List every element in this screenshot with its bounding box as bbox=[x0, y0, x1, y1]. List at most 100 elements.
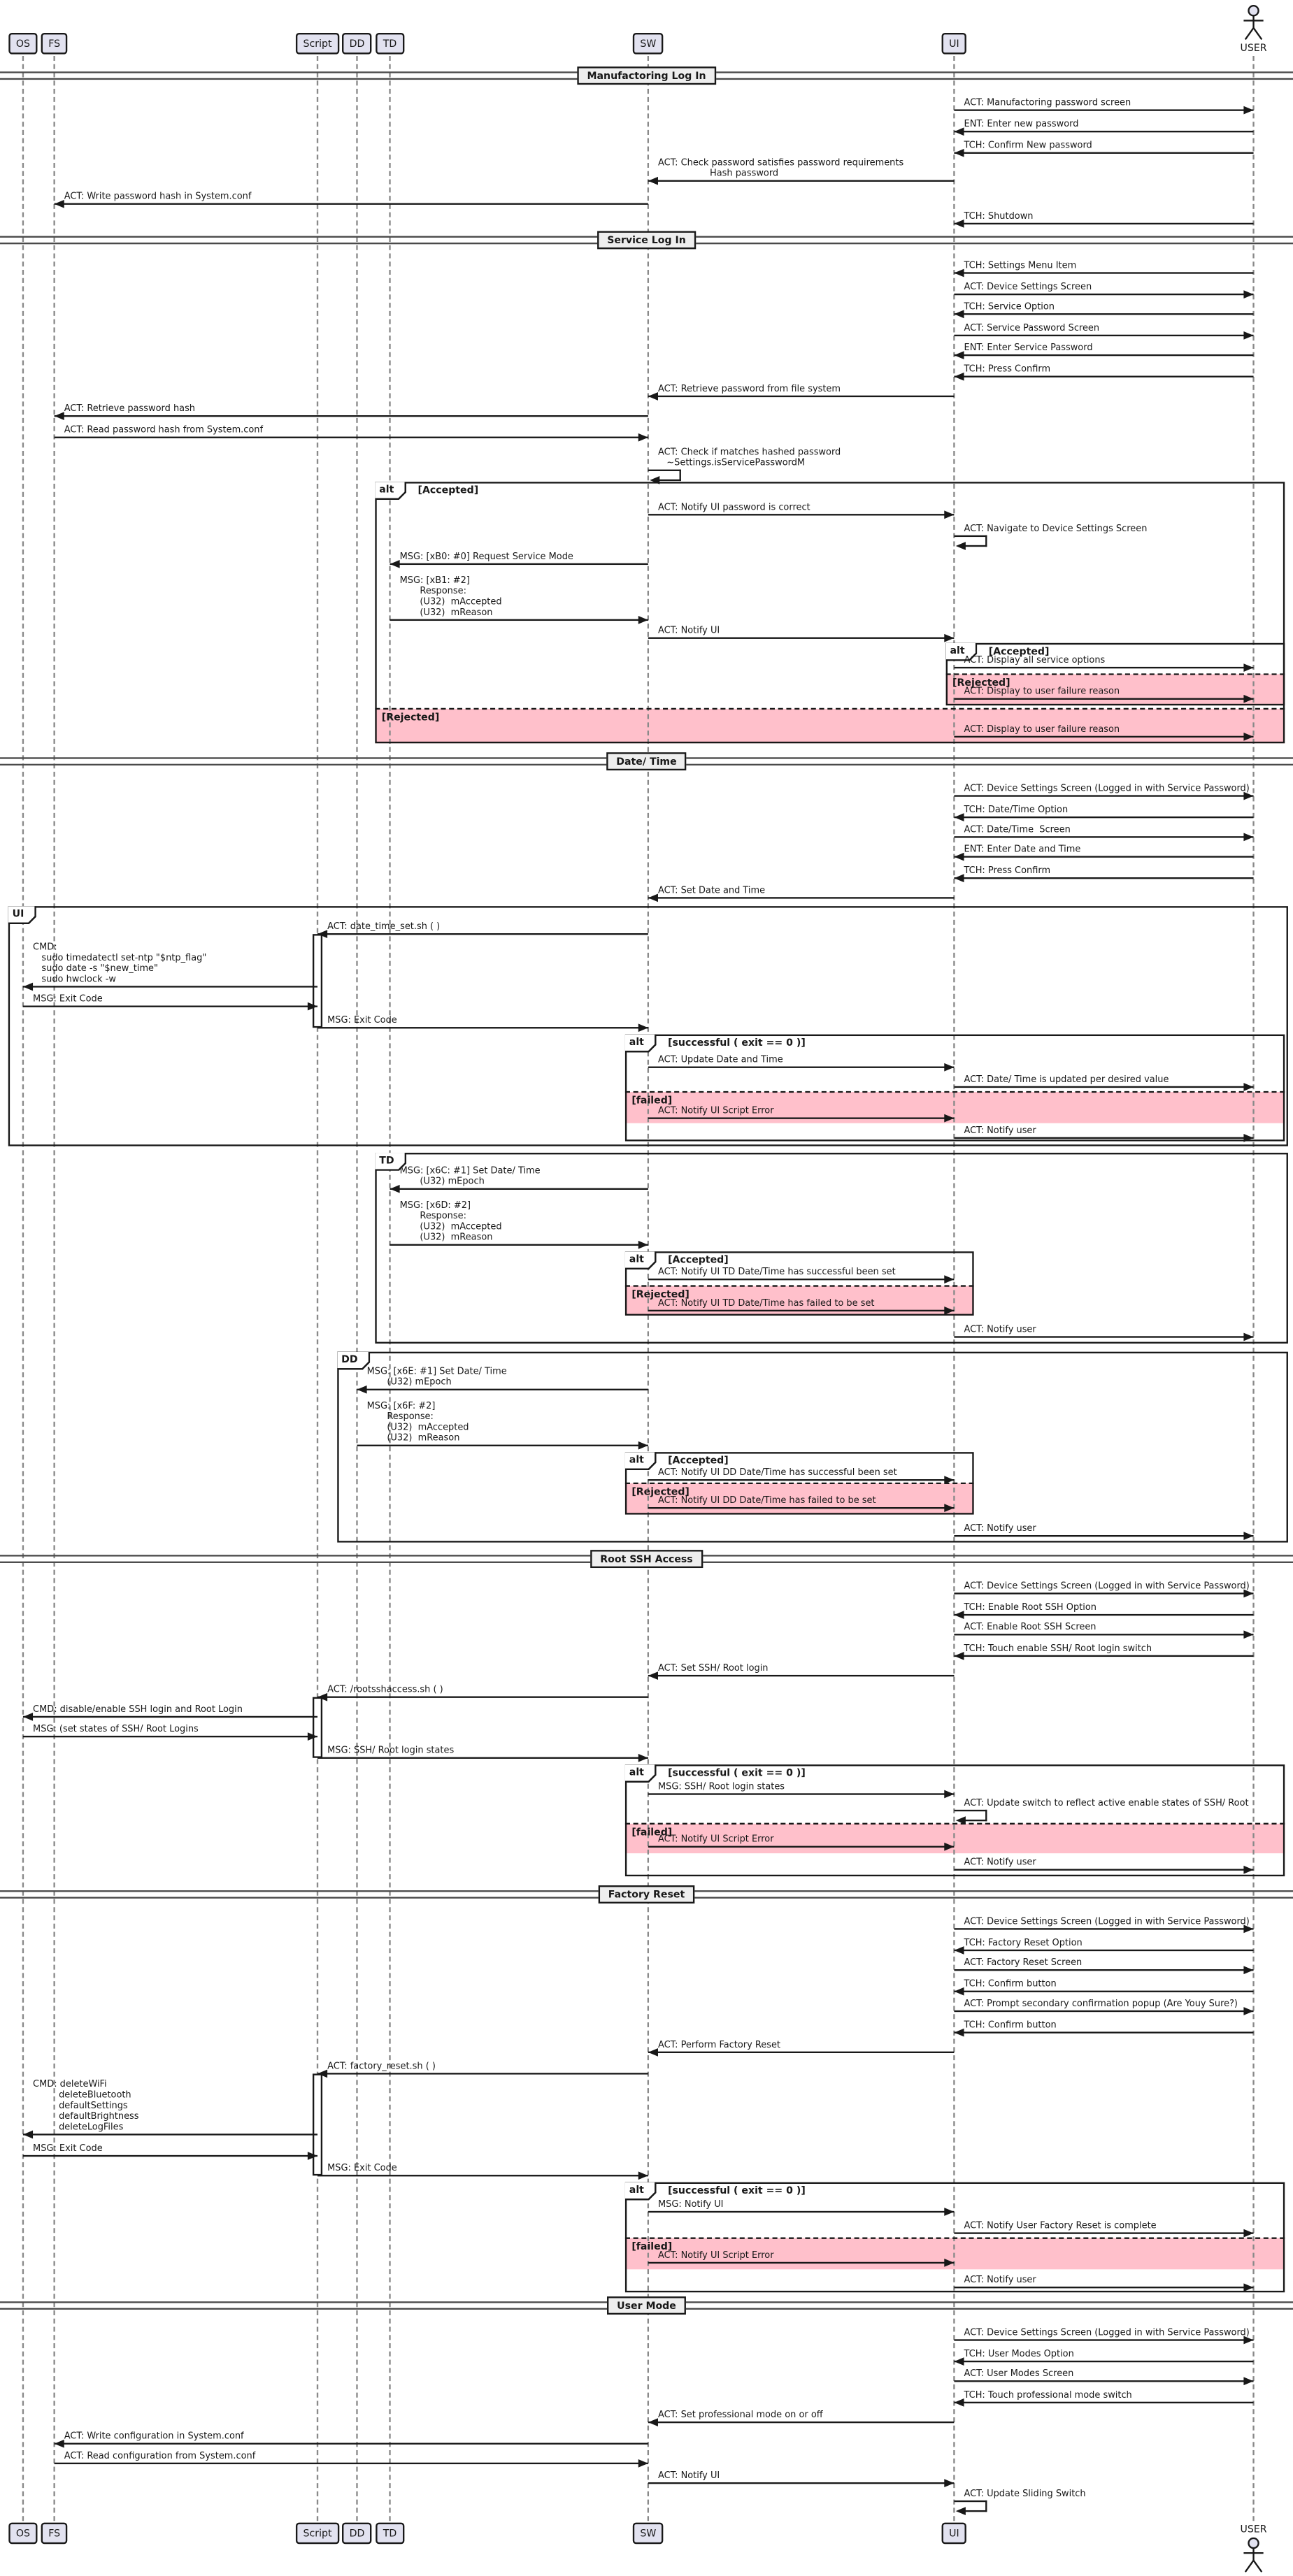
label-line: Hash password bbox=[657, 167, 779, 179]
self-message-line bbox=[954, 535, 987, 538]
label-line: ACT: Display to user failure reason bbox=[964, 685, 1120, 697]
message-line bbox=[648, 1793, 955, 1795]
label-line: ACT: Notify user bbox=[964, 1523, 1036, 1534]
message-line bbox=[954, 1869, 1254, 1871]
label-line: sudo date -s "$new_time" bbox=[33, 963, 158, 974]
group-frame-ui bbox=[8, 906, 1288, 1146]
message-label: ACT: Service Password Screen bbox=[964, 322, 1100, 333]
section-title: Service Log In bbox=[597, 231, 696, 250]
arrowhead bbox=[22, 982, 34, 991]
message-label: ACT: Set SSH/ Root login bbox=[658, 1662, 769, 1673]
message-line bbox=[648, 2210, 955, 2213]
failure-highlight-region bbox=[624, 1823, 1285, 1854]
arrowhead bbox=[1243, 663, 1254, 672]
label-line: ACT: Notify UI password is correct bbox=[657, 501, 810, 512]
arrowhead bbox=[1243, 1924, 1254, 1934]
label-line: TCH: Confirm button bbox=[964, 1978, 1057, 1989]
message-label: MSG: [x6C: #1] Set Date/ Time (U32) mEpo… bbox=[400, 1165, 541, 1187]
message-label: ACT: Notify user bbox=[964, 1324, 1036, 1334]
alt-separator bbox=[624, 1091, 1285, 1093]
label-line: CMD: deleteWiFi bbox=[33, 2078, 107, 2089]
message-label: CMD: disable/enable SSH login and Root L… bbox=[33, 1704, 243, 1714]
label-line: TCH: Settings Menu Item bbox=[964, 259, 1077, 271]
lifeline-ui bbox=[953, 55, 955, 2521]
guard-label: [Accepted] bbox=[668, 1454, 729, 1467]
alt-separator bbox=[945, 673, 1285, 675]
message-line bbox=[954, 2339, 1254, 2341]
message-line bbox=[954, 2232, 1254, 2234]
message-line bbox=[648, 180, 955, 182]
arrowhead bbox=[1243, 733, 1254, 741]
participant-dd-bottom: DD bbox=[342, 2522, 372, 2545]
participant-dd-top: DD bbox=[342, 33, 372, 55]
message-label: ACT: Notify user bbox=[964, 1523, 1036, 1533]
guard-label: [failed] bbox=[631, 2240, 673, 2252]
message-label: TCH: Touch enable SSH/ Root login switch bbox=[964, 1643, 1152, 1653]
message-label: MSG: [x6E: #1] Set Date/ Time (U32) mEpo… bbox=[367, 1366, 507, 1388]
alt-separator bbox=[624, 2237, 1285, 2239]
arrowhead bbox=[22, 1713, 34, 1721]
label-line: ACT: Date/Time Screen bbox=[964, 823, 1071, 835]
message-label: ACT: Notify user bbox=[964, 1125, 1036, 1135]
label-line: ACT: Notify UI DD Date/Time has failed t… bbox=[657, 1495, 876, 1506]
alt-separator bbox=[624, 1822, 1285, 1825]
arrowhead bbox=[390, 1184, 400, 1193]
label-line: sudo hwclock -w bbox=[33, 973, 116, 984]
message-label: ACT: Display to user failure reason bbox=[964, 686, 1120, 696]
arrowhead bbox=[307, 2152, 318, 2160]
message-line bbox=[954, 1634, 1254, 1636]
label-line: ACT: Device Settings Screen (Logged in w… bbox=[964, 1580, 1250, 1591]
message-line bbox=[648, 1117, 955, 1119]
label-line: ACT: Write password hash in System.conf bbox=[64, 190, 252, 202]
message-line bbox=[954, 2380, 1254, 2382]
label-line: (U32) mReason bbox=[399, 607, 493, 618]
message-line bbox=[954, 334, 1254, 337]
lifeline-script bbox=[316, 55, 319, 2521]
message-line bbox=[648, 2482, 955, 2484]
arrowhead bbox=[954, 1946, 964, 1955]
message-label: TCH: Date/Time Option bbox=[964, 804, 1069, 814]
label-line: (U32) mEpoch bbox=[399, 1175, 485, 1187]
message-line bbox=[648, 637, 955, 639]
frame-title-text: alt bbox=[375, 482, 404, 498]
message-line bbox=[954, 795, 1254, 797]
alt-separator bbox=[624, 1482, 974, 1485]
message-label: ACT: Notify UI Script Error bbox=[658, 2250, 774, 2260]
label-line: MSG: [xB1: #2] bbox=[399, 575, 470, 586]
message-line bbox=[22, 986, 318, 988]
message-label: ACT: Notify UI bbox=[658, 625, 720, 635]
arrowhead bbox=[1243, 694, 1254, 703]
alt-frame bbox=[624, 1251, 974, 1316]
section-title: Date/ Time bbox=[606, 752, 687, 771]
message-line bbox=[22, 1735, 318, 1738]
message-line bbox=[317, 933, 648, 935]
label-line: ACT: Device Settings Screen bbox=[964, 281, 1092, 292]
label-line: (U32) mReason bbox=[399, 1231, 493, 1243]
label-line: ACT: Notify UI Script Error bbox=[657, 1104, 774, 1116]
self-arrowhead bbox=[650, 476, 660, 484]
lifeline-fs bbox=[53, 55, 55, 2521]
arrowhead bbox=[1243, 1630, 1254, 1639]
label-line: ACT: Manufactoring password screen bbox=[964, 96, 1131, 108]
lifeline-sw bbox=[647, 55, 650, 2521]
label-line: ACT: Service Password Screen bbox=[964, 322, 1100, 333]
message-label: ACT: Notify user bbox=[964, 1857, 1036, 1867]
message-label: ACT: Device Settings Screen (Logged in w… bbox=[964, 1581, 1250, 1591]
participant-os-top: OS bbox=[8, 33, 38, 55]
message-line bbox=[648, 1066, 955, 1068]
label-line: CMD: disable/enable SSH login and Root L… bbox=[33, 1704, 243, 1715]
group-frame-td bbox=[375, 1153, 1288, 1344]
message-label: TCH: Enable Root SSH Option bbox=[964, 1602, 1096, 1612]
alt-separator bbox=[624, 1285, 974, 1287]
arrowhead bbox=[954, 2398, 964, 2407]
message-label: ACT: Update switch to reflect active ena… bbox=[964, 1797, 1249, 1808]
message-label: ACT: Date/ Time is updated per desired v… bbox=[964, 1074, 1169, 1084]
arrowhead bbox=[944, 1114, 955, 1123]
label-line: ACT: Display all service options bbox=[964, 654, 1106, 665]
label-line: defaultSettings bbox=[33, 2100, 128, 2111]
arrowhead bbox=[648, 1671, 658, 1680]
arrowhead bbox=[944, 1063, 955, 1072]
frame-title-text: alt bbox=[625, 1452, 655, 1469]
message-line bbox=[954, 1086, 1254, 1088]
